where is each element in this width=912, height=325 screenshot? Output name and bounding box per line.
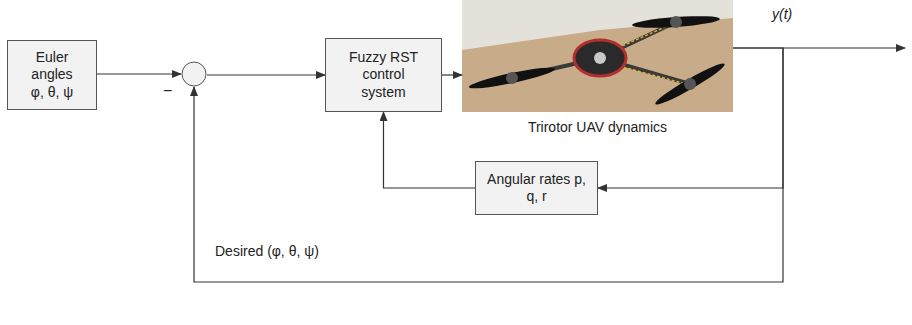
junction-circle [181,61,207,87]
uav-board [594,52,606,64]
table-surface [462,0,733,112]
sensor-box: Angular rates p, q, r [475,161,598,215]
summing-junction: − [181,61,207,87]
signal-label: y(t) [772,6,792,22]
feedback-label: Desired (φ, θ, ψ) [215,243,319,259]
output-line [783,47,905,48]
box-text: Euler angles φ, θ, ψ [23,49,81,102]
sign-label: − [163,81,172,101]
signal-arrow [442,74,462,75]
propellers [468,14,727,108]
box-text: Fuzzy RST control system [342,49,426,102]
uav-body [574,40,626,76]
photo-caption: Trirotor UAV dynamics [462,119,733,137]
signal-arrow [207,74,325,75]
uav-photo [462,0,733,112]
controller-box: Fuzzy RST control system [325,38,442,112]
box-text: Angular rates p, q, r [481,171,593,206]
signal-arrow [194,48,783,282]
input-box: Euler angles φ, θ, ψ [7,40,97,110]
motors [506,16,696,90]
signal-arrow [97,73,181,74]
plant-photo: Trirotor UAV dynamics [462,0,733,140]
